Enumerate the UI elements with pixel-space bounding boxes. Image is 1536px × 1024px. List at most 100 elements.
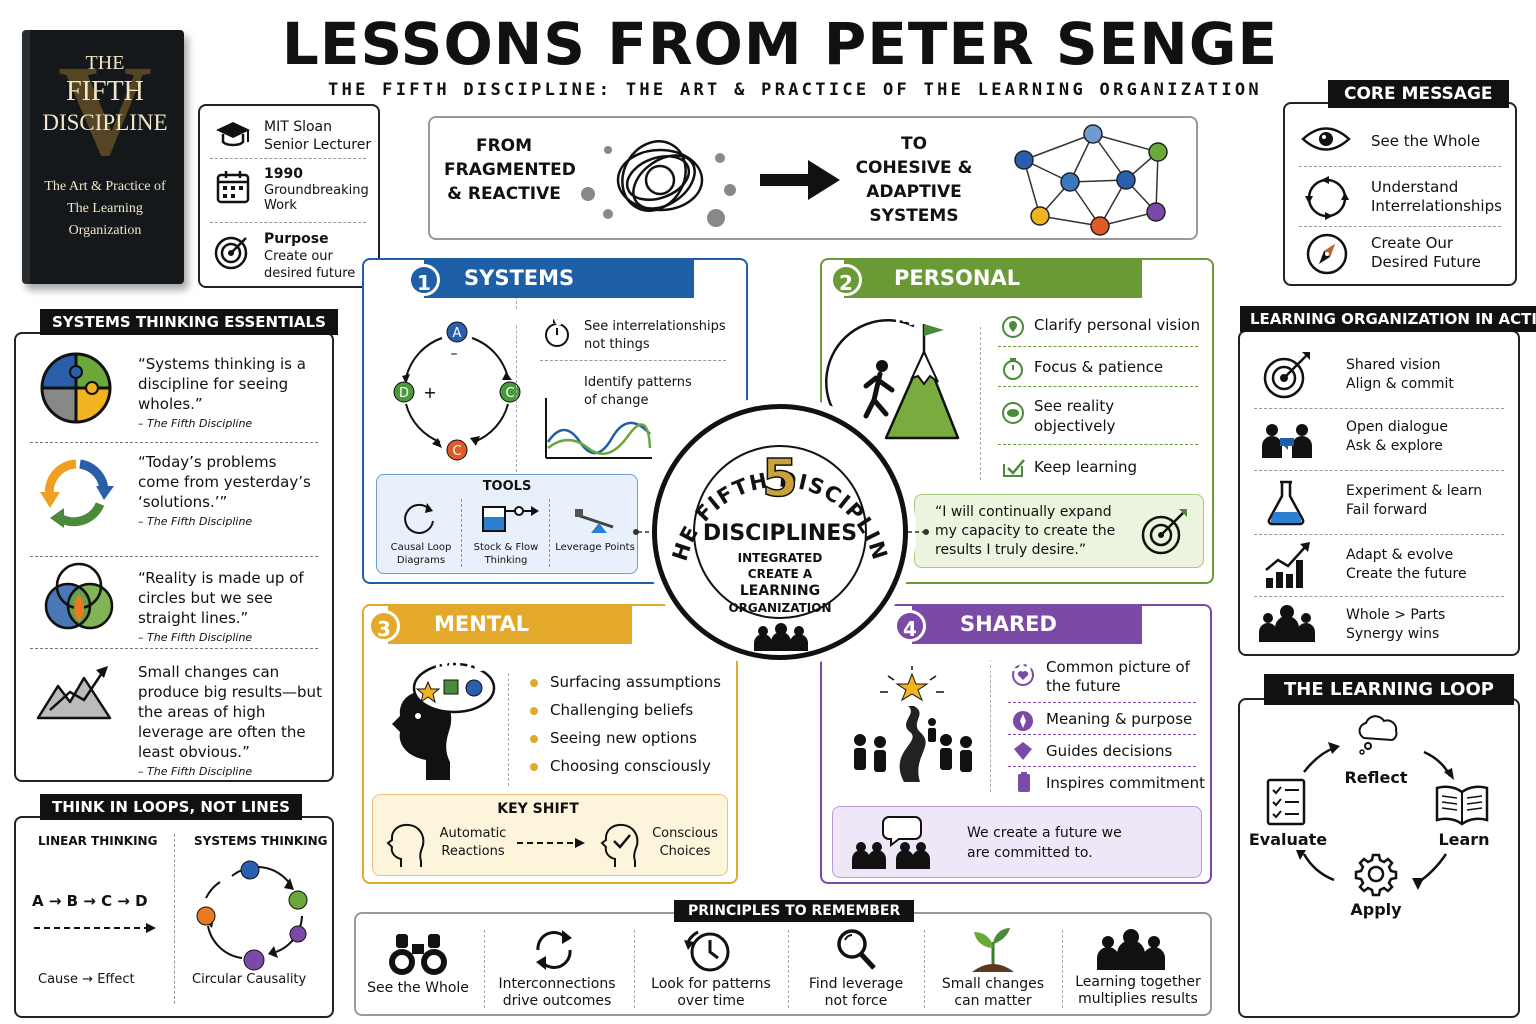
- d2-title: PERSONAL MASTERY: [844, 258, 1142, 330]
- tools-box: TOOLS Causal Loop Diagrams Stock & Flow …: [376, 474, 638, 574]
- stock-flow-icon: [482, 506, 539, 532]
- team-icon: [1259, 605, 1315, 642]
- loa-s-4: Synergy wins: [1346, 626, 1440, 642]
- ste-quote-1: “Today’s problems come from yesterday’s …: [138, 453, 311, 511]
- author-l1-0: MIT Sloan: [264, 119, 333, 135]
- network-icon: [1014, 124, 1168, 236]
- author-l1-2: Purpose: [264, 231, 329, 247]
- core-message-title: CORE MESSAGE: [1328, 80, 1509, 108]
- head-check-icon: [600, 823, 639, 867]
- causal-loop-icon: [404, 503, 434, 534]
- loops-title: THINK IN LOOPS, NOT LINES: [40, 794, 302, 820]
- thought-cloud-icon: [1358, 715, 1398, 755]
- d3-number: 3: [368, 610, 400, 642]
- loop-apply: Apply: [1350, 900, 1402, 919]
- diamond-icon: [1014, 742, 1032, 760]
- venn-icon: [44, 562, 114, 630]
- learning-org-title: LEARNING ORGANIZATION IN ACTION: [1240, 306, 1536, 332]
- people-path-star-icon: [854, 666, 972, 782]
- checkmark-icon: [1003, 459, 1025, 477]
- page-title: LESSONS FROM PETER SENGE: [281, 10, 1279, 78]
- d1-number: 1: [408, 264, 440, 296]
- ste-quote-2: “Reality is made up of circles but we se…: [138, 569, 304, 627]
- core-item-1: Understand Interrelationships: [1371, 178, 1502, 215]
- svg-text:D: D: [399, 386, 409, 401]
- author-l2-0: Senior Lecturer: [264, 137, 372, 153]
- loa-h-3: Adapt & evolve: [1346, 547, 1454, 563]
- d2-number: 2: [830, 264, 862, 296]
- principle-4: Small changes can matter: [941, 976, 1045, 1009]
- compass-icon: [1306, 233, 1348, 275]
- loa-s-2: Fail forward: [1346, 502, 1428, 518]
- center-label: DISCIPLINES: [702, 521, 858, 546]
- d3-item-2: Seeing new options: [550, 729, 697, 747]
- target-icon: [1263, 352, 1310, 399]
- growth-chart-icon: [1265, 542, 1310, 588]
- ste-src-0: – The Fifth Discipline: [138, 417, 253, 430]
- core-item-2: Create Our Desired Future: [1371, 234, 1481, 271]
- bookmark-icon: [1018, 772, 1030, 792]
- d4-number: 4: [894, 610, 926, 642]
- tool-3: Leverage Points: [555, 542, 635, 553]
- arrow-right-icon: [760, 160, 840, 200]
- center-team-icon: [754, 623, 808, 651]
- d3-to: Conscious Choices: [652, 826, 718, 859]
- center-s4: ORGANIZATION: [728, 601, 832, 615]
- book-fifth: FIFTH: [66, 76, 144, 107]
- transform-box: FROM FRAGMENTED & REACTIVE TO COHESIVE &…: [428, 116, 1198, 240]
- circular-causality-label: Circular Causality: [192, 972, 307, 987]
- d4-item-2: Guides decisions: [1046, 742, 1173, 760]
- center-s2: CREATE A: [747, 567, 813, 581]
- d1-point-2: Identify patterns of change: [584, 375, 692, 408]
- learning-loop-arrows: [1296, 742, 1454, 890]
- svg-text:C: C: [505, 386, 514, 401]
- timer-icon: [1003, 358, 1023, 380]
- circular-causality-icon: [196, 860, 308, 971]
- group-icon: [1097, 929, 1165, 970]
- d3-from: Automatic Reactions: [439, 826, 507, 859]
- d2-item-0: Clarify personal vision: [1034, 316, 1201, 334]
- compass-small-icon: [1013, 711, 1033, 731]
- d3-item-1: Challenging beliefs: [550, 701, 694, 719]
- d2-item-3: Keep learning: [1034, 458, 1138, 476]
- wave-chart-icon: [545, 398, 652, 459]
- svg-text:+: +: [423, 383, 436, 402]
- loa-s-3: Create the future: [1346, 566, 1467, 582]
- open-book-icon: [1435, 785, 1489, 826]
- learning-loop-title: THE LEARNING LOOP: [1264, 674, 1514, 705]
- tangle-icon: [581, 140, 736, 227]
- d2-quote: “I will continually expand my capacity t…: [935, 504, 1116, 558]
- principle-1: Interconnections drive outcomes: [498, 976, 616, 1009]
- loop-reflect: Reflect: [1344, 768, 1408, 787]
- transform-from: FROM FRAGMENTED & REACTIVE: [444, 136, 576, 204]
- circular-arrows-icon: [40, 459, 114, 528]
- target-arrow-icon: [1141, 509, 1187, 555]
- tool-1: Causal Loop Diagrams: [390, 542, 452, 566]
- book-v-mark: V: [58, 39, 152, 183]
- eye-small-icon: [1002, 402, 1024, 424]
- dashed-arrow-icon: [34, 923, 156, 933]
- d4-quote: We create a future we are committed to.: [967, 825, 1122, 861]
- loop-evaluate: Evaluate: [1248, 830, 1328, 849]
- core-item-0: See the Whole: [1371, 132, 1481, 150]
- d4-quote-box: We create a future we are committed to.: [832, 806, 1202, 878]
- principles-title: PRINCIPLES TO REMEMBER: [674, 900, 915, 922]
- ste-src-3: – The Fifth Discipline: [138, 765, 253, 778]
- principle-0: See the Whole: [367, 980, 469, 996]
- principle-5: Learning together multiplies results: [1075, 974, 1201, 1007]
- head-outline-icon: [386, 823, 425, 867]
- graduation-cap-icon: [216, 122, 250, 147]
- book-the: THE: [85, 52, 125, 74]
- d4-item-3: Inspires commitment: [1046, 774, 1206, 792]
- d3-title: MENTAL MODELS: [388, 604, 632, 676]
- puzzle-icon: [40, 352, 112, 424]
- center-arc-text: THE FIFTH DISCIPLINE: [649, 390, 891, 564]
- center-big-number: 5: [761, 449, 799, 509]
- pin-icon: [1002, 316, 1024, 338]
- key-shift-box: KEY SHIFT Automatic Reactions Conscious …: [372, 794, 728, 876]
- learning-loop-box: Reflect Learn Apply Evaluate: [1238, 698, 1520, 1018]
